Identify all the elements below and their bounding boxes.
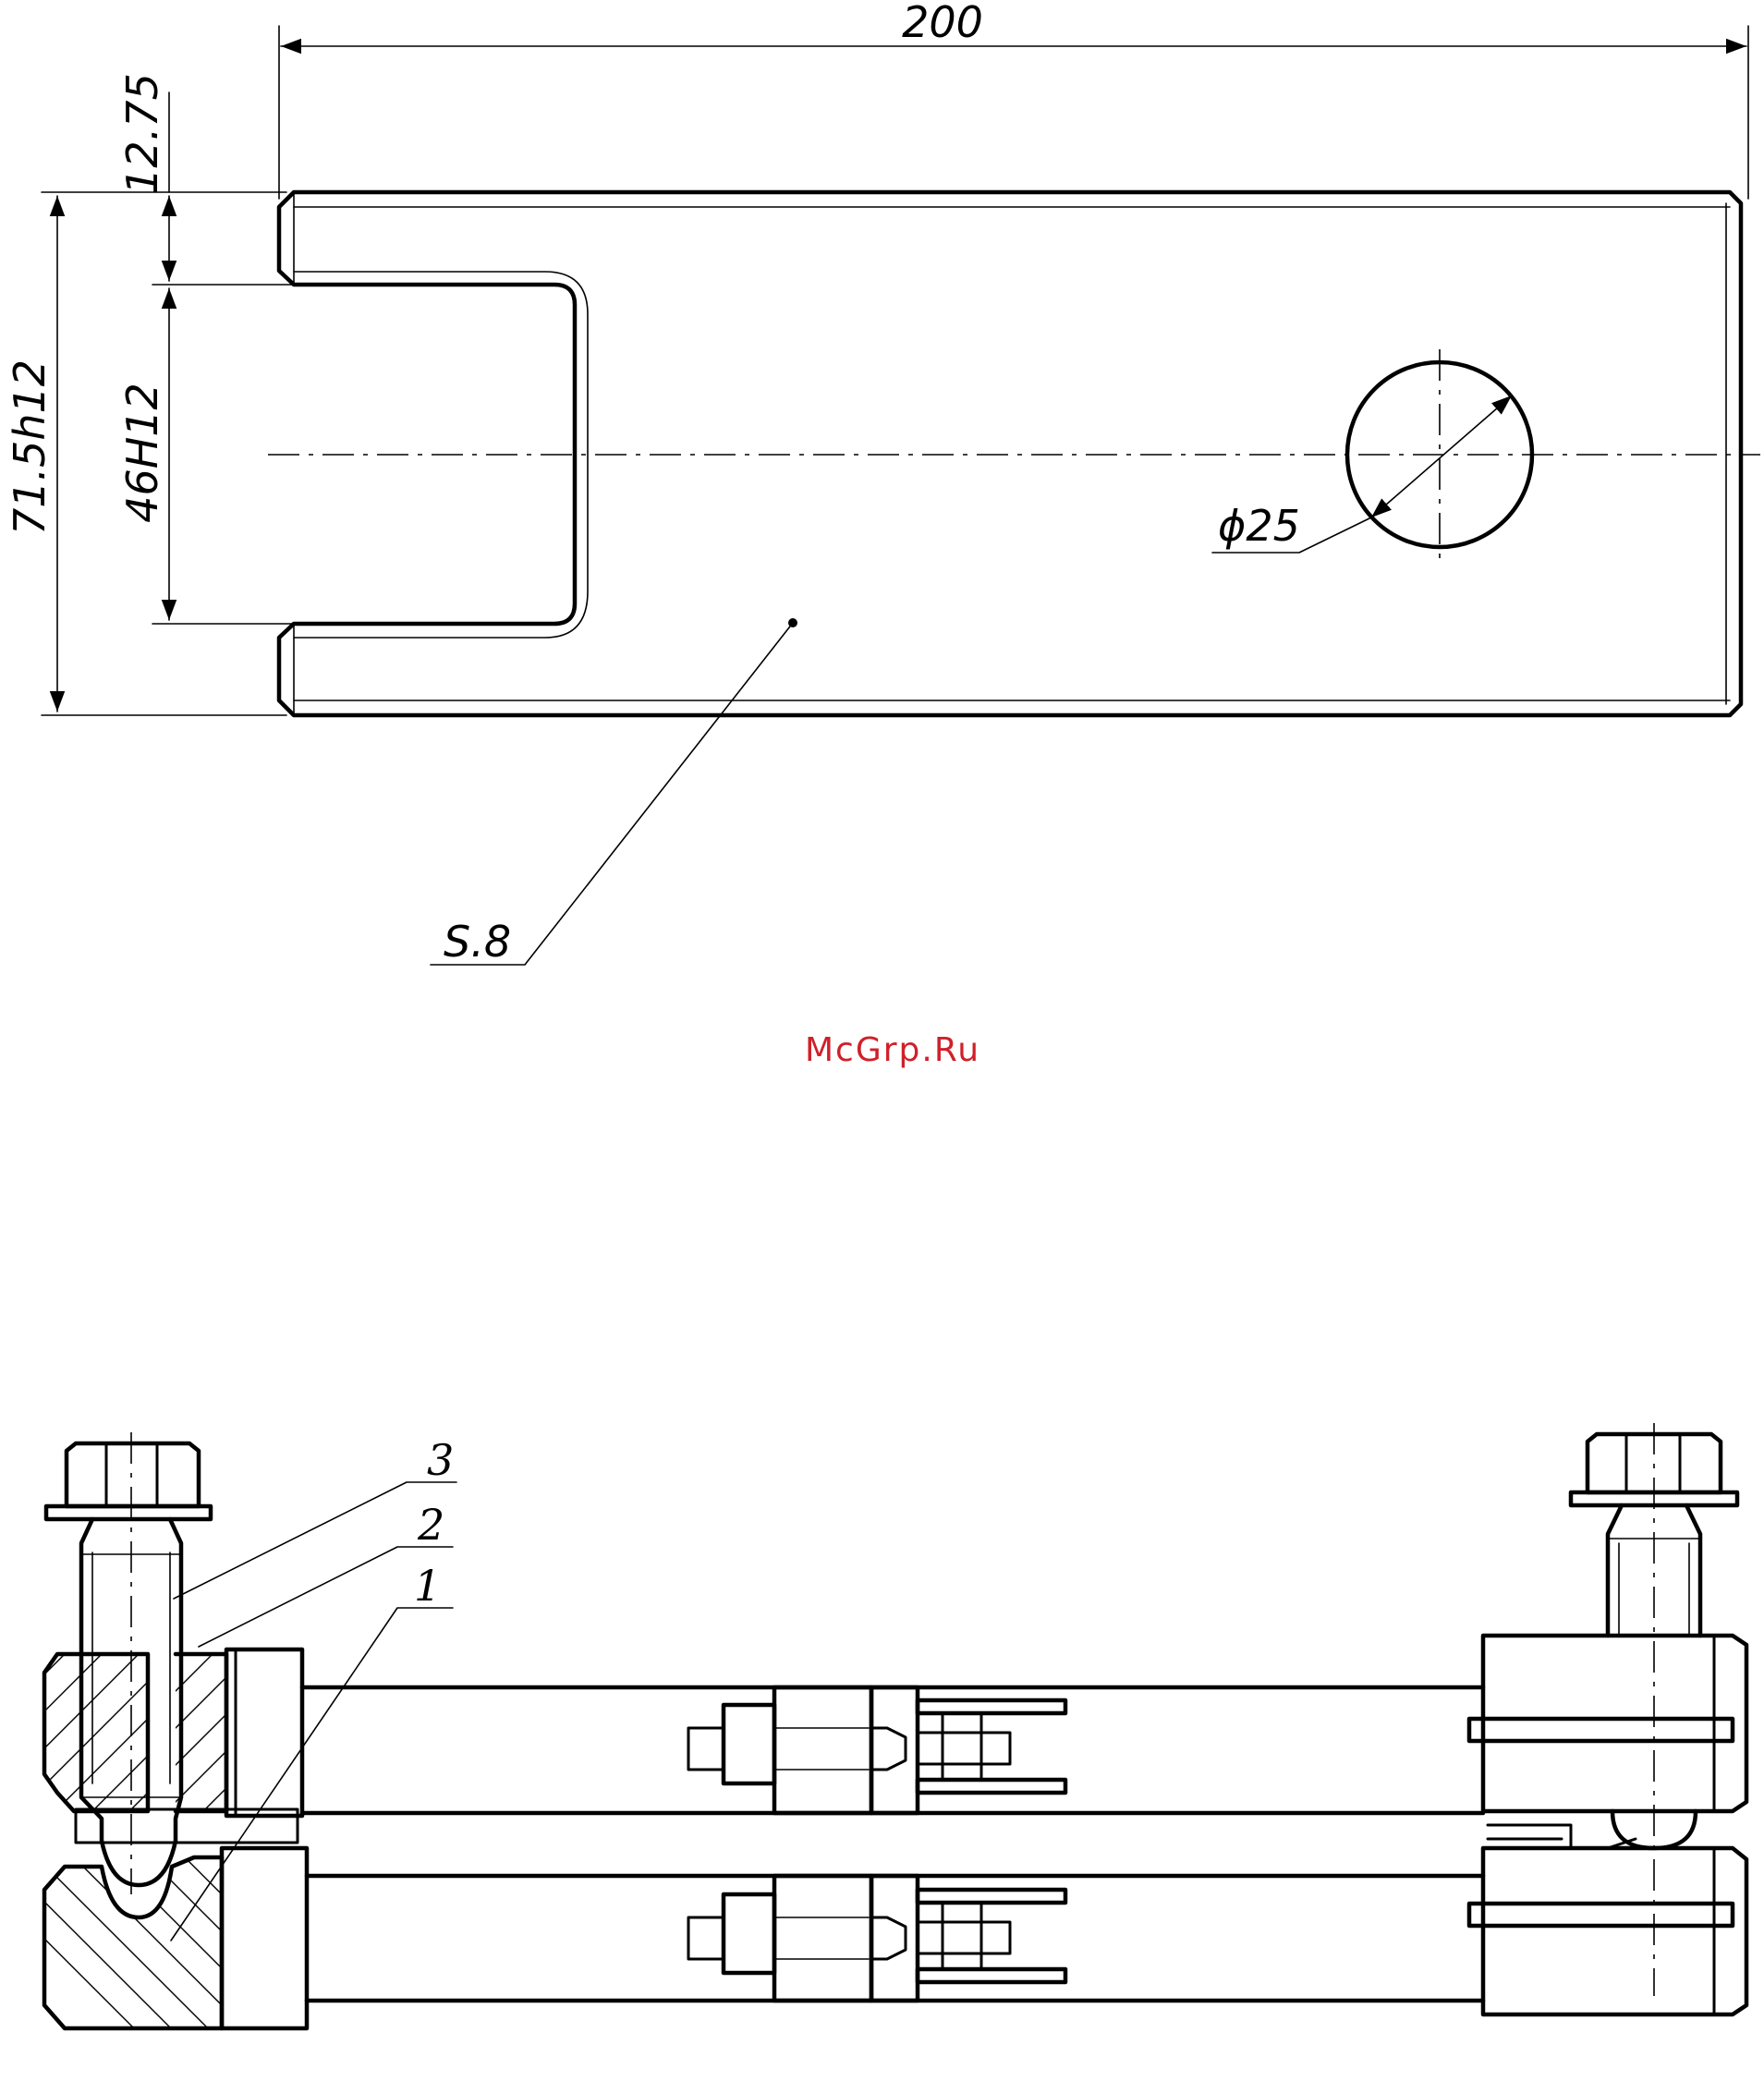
dim-46h12-label: 46H12 xyxy=(117,383,167,523)
watermark: McGrp.Ru xyxy=(805,1031,980,1069)
upper-rod xyxy=(302,1687,1483,1813)
chamfer-lines xyxy=(294,192,1730,715)
dim-hole-diameter: ϕ25 xyxy=(1212,396,1512,553)
left-lower-block xyxy=(28,1663,307,2081)
position-1: 1 xyxy=(414,1561,441,1611)
dim-200-label: 200 xyxy=(902,0,983,47)
thickness-label: S.8 xyxy=(444,917,511,967)
dim-71-5h12-label: 71.5h12 xyxy=(5,359,55,535)
dim-slot-offset: 12.75 xyxy=(117,73,169,281)
left-upper-block xyxy=(18,1460,302,2033)
right-bolt xyxy=(1571,1423,1737,1996)
fork-plate-view: 200 71.5h12 46H12 12.75 ϕ25 xyxy=(5,0,1760,967)
dim-overall-length: 200 xyxy=(279,0,1748,199)
position-2: 2 xyxy=(417,1500,444,1550)
position-3: 3 xyxy=(427,1435,454,1485)
assembly-view: 3 2 1 xyxy=(18,1423,1746,2081)
dim-phi25-label: ϕ25 xyxy=(1218,501,1300,551)
left-bolt xyxy=(46,1432,211,1894)
dim-thickness: S.8 xyxy=(431,618,797,967)
dim-slot-width: 46H12 xyxy=(117,285,294,624)
right-upper-block xyxy=(1469,1636,1746,1848)
right-lower-block xyxy=(1469,1848,1746,2014)
dim-12-75-label: 12.75 xyxy=(117,73,167,195)
lower-rod xyxy=(307,1876,1483,2001)
plate-outline xyxy=(279,192,1741,715)
